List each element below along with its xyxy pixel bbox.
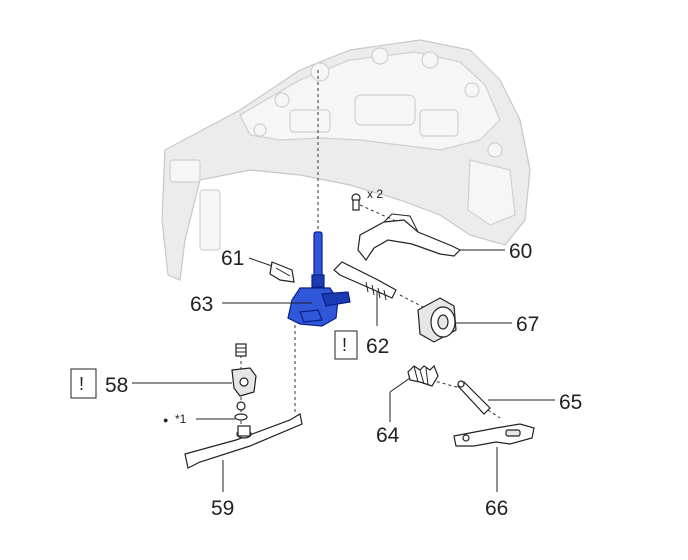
caution-box-58: !: [70, 368, 97, 399]
callout-60: 60: [509, 240, 532, 263]
part-58-detent-spring: [231, 343, 257, 397]
callout-61: 61: [221, 247, 244, 270]
caution-box-62: !: [334, 330, 358, 360]
callout-66: 66: [485, 497, 508, 520]
part-63-shift-shaft: [287, 231, 351, 327]
part-60-lever-bracket: [351, 193, 462, 262]
o-ring: [234, 413, 248, 421]
callout-63: 63: [190, 293, 213, 316]
part-64-spring: [407, 364, 439, 387]
callout-62: 62: [366, 335, 389, 358]
bullet-icon: ●: [163, 415, 168, 425]
transmission-housing: [161, 39, 531, 281]
callout-64: 64: [376, 424, 400, 447]
leader-lines: [132, 249, 555, 492]
part-65-pin: [457, 380, 491, 415]
star1-note: *1: [175, 412, 187, 426]
part-62-detent-rod: [333, 261, 397, 301]
washer: [236, 401, 246, 411]
part-66-lever: [453, 423, 535, 447]
caution-icon: !: [342, 335, 347, 355]
callout-58: 58: [105, 374, 128, 397]
part-59-shift-lever: [184, 413, 303, 469]
callout-59: 59: [211, 497, 234, 520]
part-67-bushing: [417, 297, 457, 343]
quantity-note: x 2: [367, 187, 383, 201]
callout-67: 67: [516, 313, 539, 336]
callout-65: 65: [559, 391, 582, 414]
caution-icon: !: [79, 374, 84, 394]
part-61-clip: [269, 261, 295, 283]
